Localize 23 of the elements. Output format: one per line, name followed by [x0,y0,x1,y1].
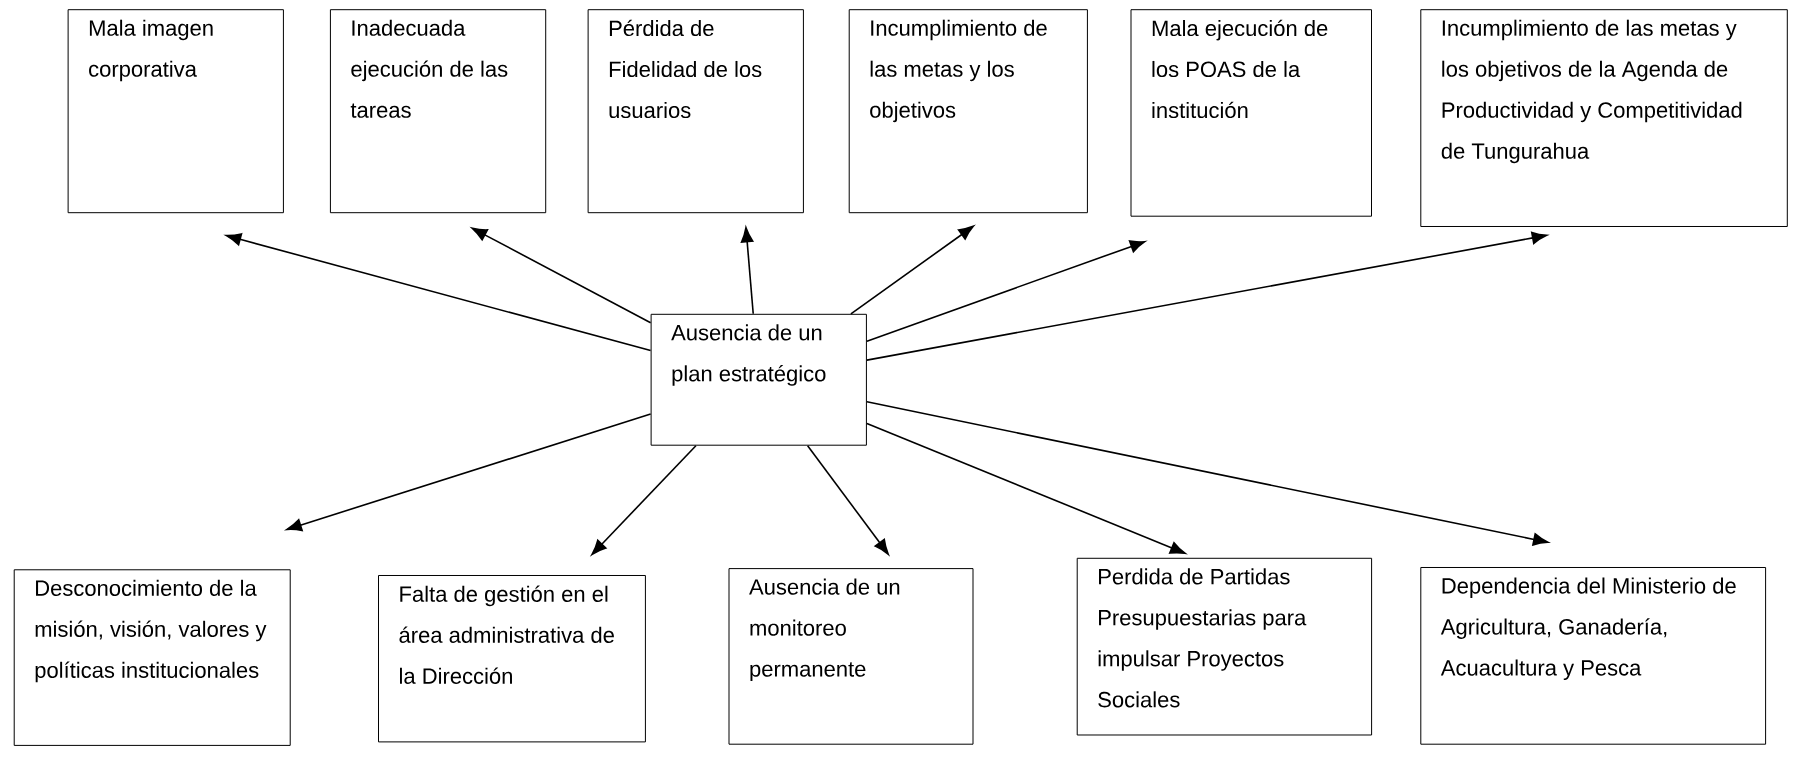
effect-box: Inadecuada ejecución de las tareas [329,9,547,214]
arrow [806,444,889,555]
arrow [866,401,1549,546]
problem-box: Ausencia de un plan estratégico [650,313,867,446]
arrow [850,225,974,315]
effect-box: Desconocimiento de la misión, visión, valores y políticas institucionales [13,569,291,746]
arrow [591,444,697,556]
arrow [471,227,652,324]
arrow [225,233,652,352]
effect-box: Incumplimiento de las metas y los objetivos de la Agenda de Productividad y Competitividad de Tungurahua [1420,9,1788,227]
arrow [866,422,1186,554]
effect-box: Mala ejecución de los POAS de la institución [1130,9,1372,217]
effect-box: Pérdida de Fidelidad de los usuarios [587,9,804,214]
effect-box: Dependencia del Ministerio de Agricultura, Ganadería, Acuacultura y Pesca [1420,567,1767,745]
arrow [286,413,652,532]
arrow [866,240,1146,342]
arrow [866,231,1548,361]
effect-box: Incumplimiento de las metas y los objetivos [848,9,1088,214]
effect-box: Perdida de Partidas Presupuestarias para impulsar Proyectos Sociales [1076,557,1373,736]
arrow [740,226,754,315]
effect-box: Mala imagen corporativa [67,9,284,214]
effect-box: Falta de gestión en el área administrativa de la Dirección [378,575,646,743]
effect-box: Ausencia de un monitoreo permanente [728,568,974,745]
